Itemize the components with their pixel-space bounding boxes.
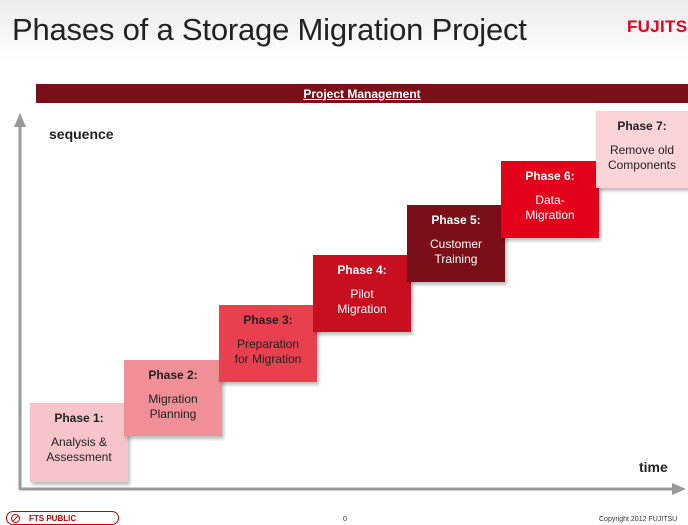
phase-box: Phase 4: Pilot Migration xyxy=(313,255,411,332)
phase-description: Preparation for Migration xyxy=(234,337,302,366)
phase-description: Remove old Components xyxy=(607,143,677,172)
phase-title: Phase 5: xyxy=(431,213,481,227)
phase-box: Phase 1: Analysis & Assessment xyxy=(30,403,128,482)
phase-box: Phase 3: Preparation for Migration xyxy=(219,305,317,382)
phase-box: Phase 5: Customer Training xyxy=(407,205,505,282)
classification-badge: FTS PUBLIC xyxy=(6,511,119,525)
phase-description: Pilot Migration xyxy=(337,287,387,316)
phase-description: Analysis & Assessment xyxy=(46,435,112,464)
phase-title: Phase 2: xyxy=(148,368,198,382)
project-management-bar: Project Management xyxy=(36,84,688,103)
x-axis-arrow-icon xyxy=(672,483,686,495)
classification-label: FTS PUBLIC xyxy=(29,513,77,523)
page-number: 0 xyxy=(343,516,347,523)
phase-description: Migration Planning xyxy=(148,392,198,421)
phase-description: Data- Migration xyxy=(525,193,575,222)
title-band xyxy=(0,0,688,60)
y-axis-arrow-icon xyxy=(14,113,26,127)
no-entry-icon xyxy=(11,513,20,523)
fujitsu-logo: FUJITSU xyxy=(627,17,688,36)
phase-title: Phase 7: xyxy=(617,119,667,133)
x-axis-label: time xyxy=(639,459,668,475)
copyright: Copyright 2012 FUJITSU xyxy=(599,516,678,523)
phase-box: Phase 7: Remove old Components xyxy=(596,111,688,188)
phase-title: Phase 3: xyxy=(243,313,293,327)
phase-box: Phase 6: Data- Migration xyxy=(501,161,599,238)
phase-title: Phase 1: xyxy=(54,411,104,425)
y-axis-label: sequence xyxy=(49,126,114,142)
phase-box: Phase 2: Migration Planning xyxy=(124,360,222,436)
project-management-label: Project Management xyxy=(303,86,421,101)
phase-title: Phase 6: xyxy=(525,169,575,183)
phase-title: Phase 4: xyxy=(337,263,387,277)
phase-description: Customer Training xyxy=(429,237,482,266)
slide-title: Phases of a Storage Migration Project xyxy=(12,12,527,47)
